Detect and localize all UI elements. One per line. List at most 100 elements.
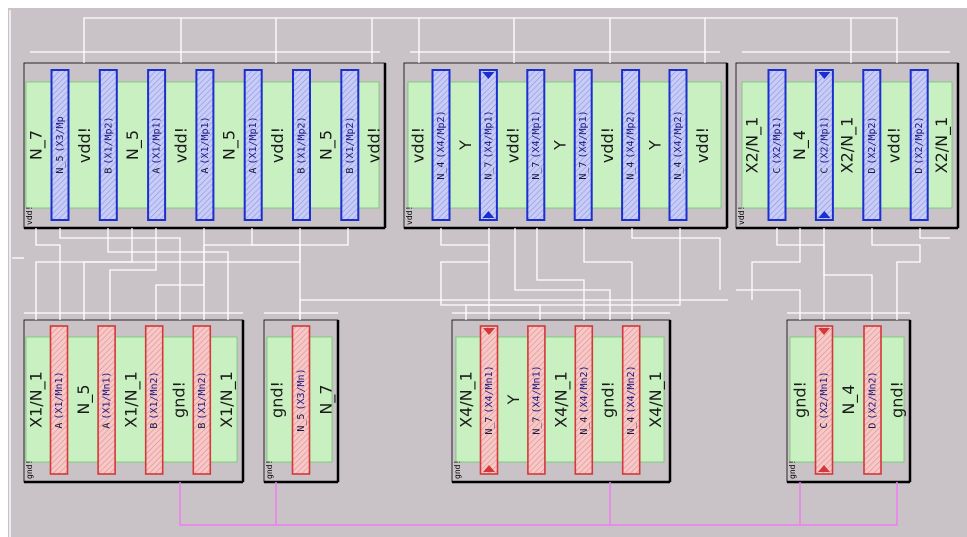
poly-gate[interactable] (814, 325, 834, 475)
poly-gate[interactable] (292, 69, 311, 221)
cell-boundary (786, 319, 911, 483)
poly-gate[interactable] (863, 325, 882, 475)
poly-gate[interactable] (621, 69, 641, 221)
poly-gate[interactable] (767, 69, 787, 221)
gate-net: D (867, 423, 878, 429)
gate-n-7[interactable]: N_7(X4/Mp1) (573, 69, 593, 221)
diffusion-net-label: vdd! (268, 127, 287, 163)
diffusion-net-label: X1/N_1 (217, 371, 237, 428)
gate-n-7[interactable]: N_7(X4/Mp1) (478, 69, 498, 221)
gate-label: A(X1/Mp1) (199, 116, 210, 173)
gate-net: A (54, 423, 65, 429)
gate-label: B(X1/Mp2) (296, 116, 307, 173)
gate-n-7[interactable]: N_7(X4/Mn1) (527, 325, 546, 475)
gate-net: N_4 (436, 162, 447, 180)
poly-gate[interactable] (814, 69, 834, 221)
gate-instance: (X2/Mp2) (866, 116, 877, 164)
diffusion-net-label: gnd! (169, 381, 188, 418)
signal-route (919, 228, 950, 239)
poly-gate[interactable] (50, 69, 70, 221)
gate-n-4[interactable]: N_4(X4/Mp2) (668, 69, 688, 221)
gate-label: C(X2/Mp1) (772, 116, 783, 173)
poly-gate[interactable] (862, 69, 882, 221)
signal-route (180, 18, 373, 63)
gate-n-5[interactable]: N_5(X3/Mn) (291, 325, 311, 475)
rail-label: gnd! (788, 460, 797, 479)
poly-gate[interactable] (98, 69, 118, 221)
poly-gate[interactable] (573, 69, 593, 221)
gate-marker-icon (483, 328, 495, 335)
gate-marker-icon (483, 465, 495, 472)
gate-c[interactable]: C(X2/Mp1) (767, 69, 787, 221)
gate-instance: (X4/Mn2) (626, 365, 637, 413)
poly-gate[interactable] (668, 69, 688, 221)
gate-net: N_4 (578, 417, 589, 435)
gate-b[interactable]: B(X1/Mn2) (192, 325, 212, 475)
poly-gate[interactable] (97, 325, 116, 475)
gate-a[interactable]: A(X1/Mn1) (97, 325, 116, 475)
gate-n-7[interactable]: N_7(X4/Mp1) (526, 69, 546, 221)
diffusion-net-label: gnd! (268, 381, 287, 418)
poly-gate[interactable] (621, 325, 641, 475)
gate-label: N_5(X3/Mn) (296, 368, 307, 431)
diffusion-region (789, 336, 905, 463)
gate-instance: (X1/Mp2) (344, 116, 355, 164)
gate-label: B(X1/Mn2) (149, 371, 160, 428)
poly-gate[interactable] (195, 69, 215, 221)
poly-gate[interactable] (479, 325, 499, 475)
signal-route (299, 299, 728, 320)
diffusion-net-label: vdd! (693, 127, 712, 163)
gate-n-7[interactable]: N_7(X4/Mn1) (479, 325, 499, 475)
gate-instance: (X1/Mp1) (248, 116, 259, 164)
poly-gate[interactable] (527, 325, 546, 475)
diffusion-net-label: vdd! (503, 127, 522, 163)
signal-route (440, 228, 490, 320)
gate-n-4[interactable]: N_4(X4/Mn2) (621, 325, 641, 475)
gate-net: B (103, 168, 114, 174)
diffusion-net-label: vdd! (885, 127, 904, 163)
diffusion-net-label: N_5 (123, 130, 143, 160)
signal-route (418, 18, 706, 63)
poly-gate[interactable] (291, 325, 311, 475)
gate-n-4[interactable]: N_4(X4/Mp2) (621, 69, 641, 221)
gate-n-5[interactable]: N_5(X3/Mp (50, 69, 70, 221)
poly-gate[interactable] (574, 325, 594, 475)
poly-gate[interactable] (144, 325, 164, 475)
gate-marker-icon (818, 211, 831, 218)
poly-gate[interactable] (909, 69, 929, 221)
gate-c[interactable]: C(X2/Mn1) (814, 325, 834, 475)
gate-net: B (149, 423, 160, 429)
poly-gate[interactable] (49, 325, 69, 475)
poly-gate[interactable] (526, 69, 546, 221)
poly-gate[interactable] (478, 69, 498, 221)
gate-instance: (X2/Mn2) (867, 371, 878, 419)
gate-d[interactable]: D(X2/Mp2) (862, 69, 882, 221)
gate-a[interactable]: A(X1/Mp1) (243, 69, 263, 221)
gate-marker-icon (482, 72, 495, 79)
gate-net: B (196, 423, 207, 429)
gate-net: A (101, 423, 112, 429)
gate-b[interactable]: B(X1/Mp2) (292, 69, 311, 221)
gate-instance: (X4/Mp2) (673, 110, 684, 158)
gate-n-4[interactable]: N_4(X4/Mp2) (431, 69, 451, 221)
gate-b[interactable]: B(X1/Mn2) (144, 325, 164, 475)
poly-gate[interactable] (340, 69, 360, 221)
poly-gate[interactable] (192, 325, 212, 475)
diffusion-net-label: N_5 (220, 130, 240, 160)
gate-b[interactable]: B(X1/Mp2) (340, 69, 360, 221)
poly-gate[interactable] (431, 69, 451, 221)
gate-d[interactable]: D (X2/Mn2) (863, 325, 882, 475)
poly-gate[interactable] (147, 69, 167, 221)
gate-b[interactable]: B(X1/Mp2) (98, 69, 118, 221)
gate-d[interactable]: D(X2/Mp2) (909, 69, 929, 221)
gate-label: A(X1/Mn1) (101, 371, 112, 428)
gate-a[interactable]: A(X1/Mp1) (147, 69, 167, 221)
gate-n-4[interactable]: N_4(X4/Mn2) (574, 325, 594, 475)
gate-a[interactable]: A (X1/Mn1) (49, 325, 69, 475)
gate-instance: (X1/Mn1) (54, 371, 65, 419)
gate-a[interactable]: A(X1/Mp1) (195, 69, 215, 221)
poly-gate[interactable] (243, 69, 263, 221)
cell-boundary (735, 62, 959, 229)
gate-c[interactable]: C(X2/Mp1) (814, 69, 834, 221)
